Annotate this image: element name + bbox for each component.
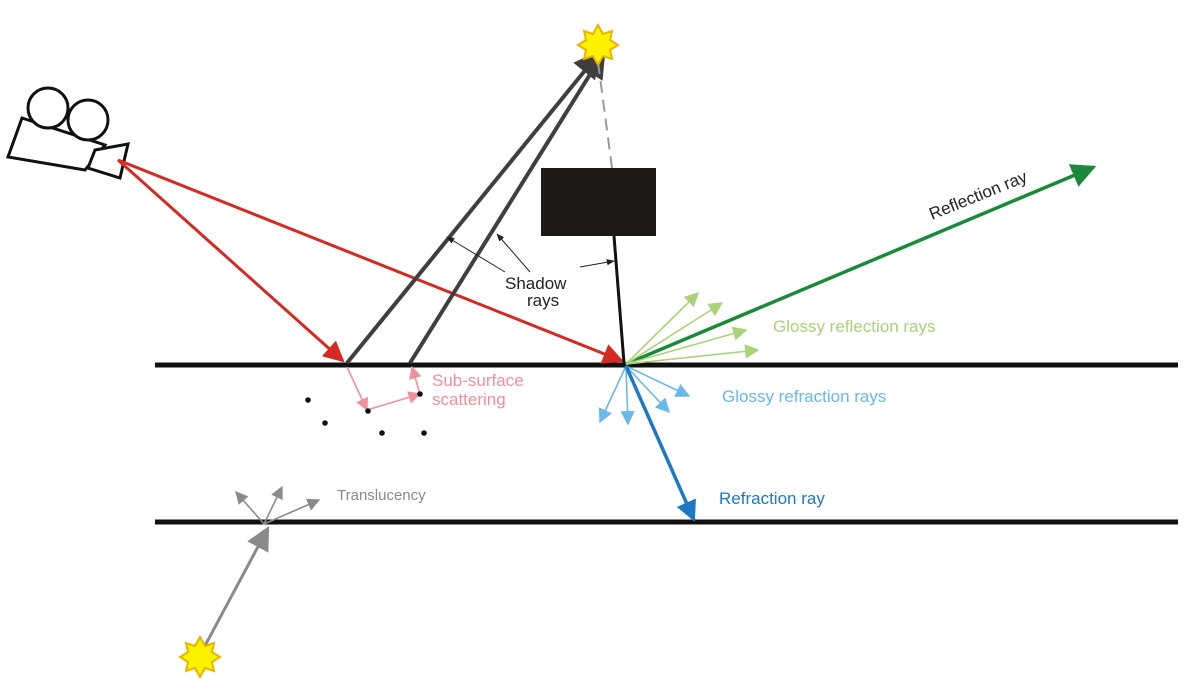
reflection-ray — [625, 164, 1097, 366]
refraction-ray — [624, 365, 696, 522]
shadow-pointer-3 — [579, 259, 615, 268]
primary-ray-1 — [117, 158, 345, 363]
glossy-reflection-rays — [625, 291, 760, 365]
refraction-ray-label: Refraction ray — [719, 489, 825, 508]
camera-icon — [5, 86, 130, 180]
translucency-ray — [198, 525, 270, 656]
shadow-pointer-2 — [496, 233, 531, 273]
glossy-reflection-label: Glossy reflection rays — [773, 317, 936, 336]
glossy-refraction-label: Glossy refraction rays — [722, 387, 886, 406]
shadow-pointer-1 — [446, 236, 506, 273]
shadow-ray-3 — [612, 235, 626, 364]
bottom-light-source-icon — [178, 634, 222, 680]
translucency-label: Translucency — [337, 487, 426, 504]
subsurface-scattering-path — [346, 365, 422, 412]
subsurface-label-line2: scattering — [432, 390, 506, 409]
shadow-rays-label-line2: rays — [527, 291, 559, 310]
translucency-scatter-rays — [235, 485, 321, 525]
shadow-ray-2 — [408, 49, 606, 365]
glossy-refraction-rays — [598, 365, 691, 426]
shadow-rays-label-line1: Shadow — [505, 274, 567, 293]
shadow-ray-1 — [345, 49, 602, 365]
light-source-icon — [576, 22, 620, 68]
subsurface-label-line1: Sub-surface — [432, 371, 524, 390]
scattering-particles — [305, 391, 427, 436]
primary-ray-2 — [117, 158, 624, 364]
occluder-box — [541, 168, 656, 236]
blocked-shadow-ray — [597, 61, 613, 169]
